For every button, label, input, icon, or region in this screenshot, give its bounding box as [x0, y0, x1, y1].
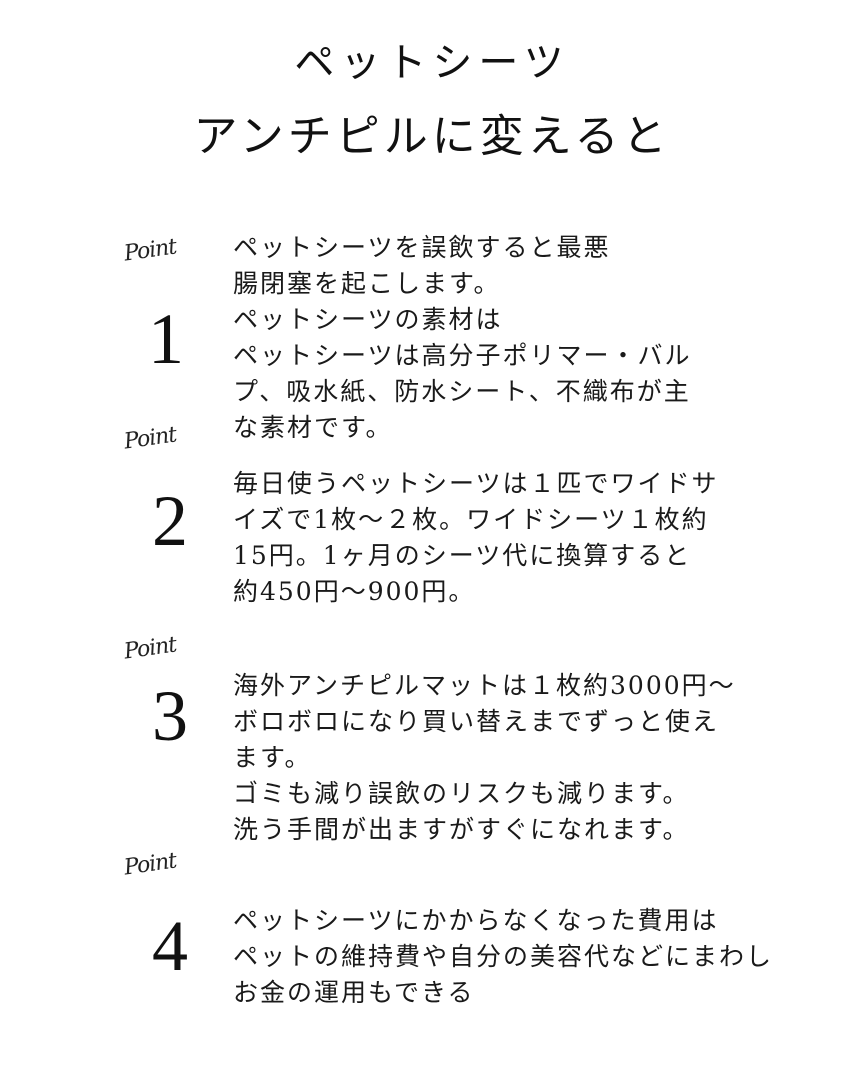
point-1-text: ペットシーツを誤飲すると最悪 腸閉塞を起こします。 ペットシーツの素材は ペット… — [233, 230, 692, 446]
point-number: 4 — [152, 906, 188, 986]
text-line: 約450円〜900円。 — [233, 577, 476, 606]
point-number: 3 — [152, 676, 188, 756]
text-line: ペットシーツの素材は — [233, 305, 503, 334]
point-number: 1 — [148, 299, 184, 379]
text-line: 毎日使うペットシーツは１匹でワイドサ — [233, 469, 719, 498]
text-line: 腸閉塞を起こします。 — [233, 269, 501, 298]
point-script-label: Point — [122, 632, 178, 665]
point-script-label: Point — [122, 848, 178, 881]
point-4-text: ペットシーツにかからなくなった費用は ペットの維持費や自分の美容代などにまわし … — [233, 903, 773, 1011]
text-line: 15円。1ヶ月のシーツ代に換算すると — [233, 541, 692, 570]
text-line: ゴミも減り誤飲のリスクも減ります。 — [233, 779, 690, 808]
text-line: ペットシーツを誤飲すると最悪 — [233, 233, 611, 262]
point-script-label: Point — [122, 234, 178, 267]
text-line: ペットシーツは高分子ポリマー・バル — [233, 341, 692, 370]
title-line-2: アンチピルに変えると — [193, 111, 671, 162]
text-line: プ、吸水紙、防水シート、不織布が主 — [233, 377, 691, 406]
text-line: イズで1枚〜２枚。ワイドシーツ１枚約 — [233, 505, 709, 534]
point-number: 2 — [152, 481, 188, 561]
point-3-text: 海外アンチピルマットは１枚約3000円〜 ボロボロになり買い替えまでずっと使え … — [233, 668, 736, 848]
text-line: お金の運用もできる — [233, 978, 475, 1007]
text-line: ペットシーツにかからなくなった費用は — [233, 906, 719, 935]
point-script-label: Point — [122, 422, 178, 455]
text-line: ボロボロになり買い替えまでずっと使え — [233, 707, 720, 736]
title-line-1: ペットシーツ — [294, 40, 570, 86]
text-line: 洗う手間が出ますがすぐになれます。 — [233, 815, 690, 844]
text-line: な素材です。 — [233, 413, 393, 442]
text-line: ます。 — [233, 743, 312, 772]
text-line: ペットの維持費や自分の美容代などにまわし — [233, 942, 774, 971]
text-line: 海外アンチピルマットは１枚約3000円〜 — [233, 671, 736, 700]
point-2-text: 毎日使うペットシーツは１匹でワイドサ イズで1枚〜２枚。ワイドシーツ１枚約 15… — [233, 466, 719, 610]
